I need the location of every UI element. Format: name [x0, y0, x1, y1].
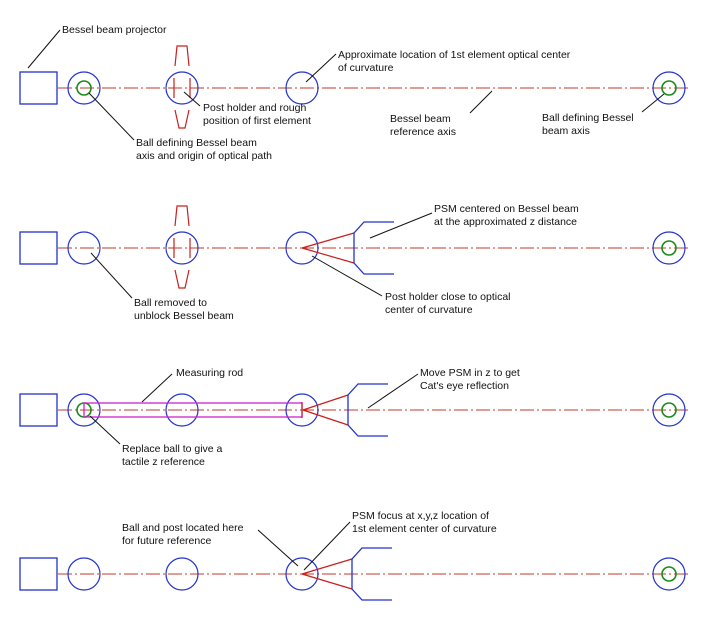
ball-post-label-line1: Ball and post located here: [122, 522, 244, 534]
ball-post-label-line2: for future reference: [122, 535, 211, 547]
leader-origin-ball: [88, 92, 135, 141]
post-holder-label-line2: position of first element: [203, 115, 311, 127]
end-ball-4: [661, 566, 677, 582]
post-close-label-line1: Post holder close to optical: [385, 291, 511, 303]
leader-reference-axis: [469, 90, 493, 114]
psm-label-line1: PSM centered on Bessel beam: [434, 203, 579, 215]
post-holder-top-2: [174, 205, 190, 227]
origin-ring-3: [67, 393, 101, 427]
panel-1-initial-setup: Bessel beam projector Ball defining Bess…: [19, 24, 690, 162]
leader-post-close: [311, 255, 383, 297]
end-ball-3: [661, 402, 677, 418]
psm-focus-label-line1: PSM focus at x,y,z location of: [352, 510, 489, 522]
ball-removed-label-line2: unblock Bessel beam: [134, 310, 234, 322]
ball-origin-label-line1: Ball defining Bessel beam: [136, 137, 257, 149]
post-ring-3: [165, 393, 199, 427]
leader-ball-removed: [90, 252, 133, 299]
panel-2-psm-centering: PSM centered on Bessel beam at the appro…: [19, 203, 690, 322]
end-ring-3: [652, 393, 686, 427]
psm-cone-3: [302, 394, 349, 426]
post-holder-label-line1: Post holder and rough: [203, 102, 306, 114]
center-label-line1: Approximate location of 1st element opti…: [338, 49, 571, 61]
psm-body-2: [353, 221, 394, 275]
bessel-projector-box-3: [19, 393, 58, 427]
origin-ring-2: [67, 231, 101, 265]
center-ring-3: [285, 393, 319, 427]
psm-cone-4: [301, 558, 353, 590]
move-psm-label-line1: Move PSM in z to get: [420, 367, 520, 379]
leader-ball-post: [257, 529, 299, 567]
post-holder-bottom-1: [174, 109, 190, 129]
bessel-projector-box-4: [19, 557, 58, 591]
post-ring-4: [165, 557, 199, 591]
leader-projector: [27, 29, 61, 69]
post-ring-1: [165, 71, 199, 105]
leader-post-holder: [183, 91, 201, 107]
rod-label: Measuring rod: [176, 367, 243, 379]
ball-removed-label-line1: Ball removed to: [134, 297, 207, 309]
end-ring-4: [652, 557, 686, 591]
reference-axis-label-line2: reference axis: [390, 126, 456, 138]
end-ball-1: [661, 80, 677, 96]
end-ring-2: [652, 231, 686, 265]
psm-body-4: [351, 547, 392, 601]
end-ring-1: [652, 71, 686, 105]
leader-psm: [369, 212, 433, 239]
ball-origin-label-line2: axis and origin of optical path: [136, 150, 272, 162]
psm-label-line2: at the approximated z distance: [434, 216, 577, 228]
post-ring-2: [165, 231, 199, 265]
post-holder-top-1: [174, 45, 190, 67]
ball-axis-label-line1: Ball defining Bessel: [542, 112, 634, 124]
psm-cone-2: [301, 232, 355, 264]
center-ring-4: [285, 557, 319, 591]
end-ball-2: [661, 240, 677, 256]
leader-center: [305, 53, 337, 83]
leader-replace-ball: [89, 415, 121, 445]
origin-ring-4: [67, 557, 101, 591]
post-close-label-line2: center of curvature: [385, 304, 473, 316]
post-holder-rough-1: [165, 45, 199, 129]
bessel-projector-box: [19, 71, 58, 105]
replace-ball-label-line2: tactile z reference: [122, 456, 205, 468]
center-ring-2: [285, 231, 319, 265]
projector-label: Bessel beam projector: [62, 24, 167, 36]
leader-move-psm: [367, 373, 419, 409]
origin-ring-1: [67, 71, 101, 105]
post-holder-bottom-2: [174, 269, 190, 289]
reference-axis-label-line1: Bessel beam: [390, 113, 451, 125]
bessel-projector-box-2: [19, 231, 58, 265]
leader-rod: [141, 373, 173, 403]
ball-axis-label-line2: beam axis: [542, 125, 590, 137]
panel-4-psm-focus: Ball and post located here for future re…: [19, 510, 690, 601]
panel-3-cats-eye: Measuring rod Move PSM in z to get Cat's…: [19, 367, 690, 468]
center-label-line2: of curvature: [338, 62, 394, 74]
move-psm-label-line2: Cat's eye reflection: [420, 380, 509, 392]
center-ring-1: [285, 71, 319, 105]
leader-end-ball: [641, 93, 665, 113]
replace-ball-label-line1: Replace ball to give a: [122, 443, 223, 455]
psm-body-3: [347, 383, 388, 437]
origin-ball-1: [76, 80, 92, 96]
psm-focus-label-line2: 1st element center of curvature: [352, 523, 497, 535]
leader-psm-focus: [303, 521, 351, 571]
post-holder-rough-2: [165, 205, 199, 289]
